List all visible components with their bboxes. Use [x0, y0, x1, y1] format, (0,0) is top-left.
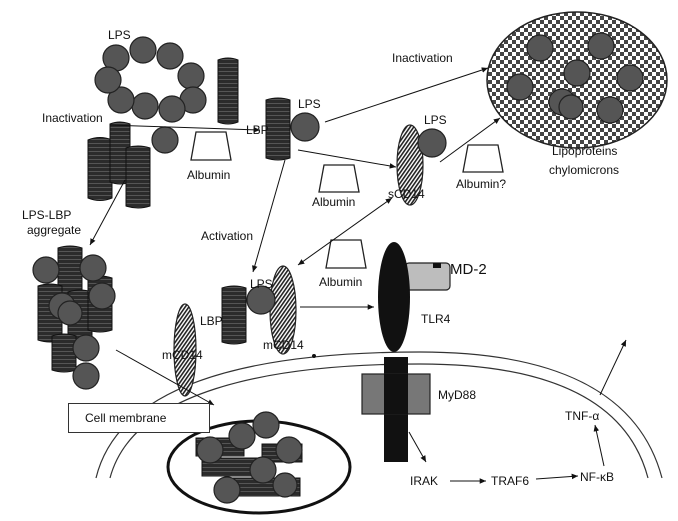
arrow-aggregate-to-membrane [115, 349, 215, 406]
label-irak: IRAK [410, 474, 438, 488]
label-tnf: TNF-α [565, 409, 599, 423]
label-lps-lbp-aggregate-1: LPS-LBP [22, 208, 71, 222]
labels: LPS Inactivation LBP LPS Inactivation LP… [22, 28, 619, 488]
label-albumin-3: Albumin? [456, 177, 506, 191]
arrows [89, 67, 627, 484]
mcd14-left [173, 303, 197, 397]
arrow-lbp-to-scd14 [297, 149, 397, 169]
albumin-shape-1 [190, 131, 232, 161]
arrow-mcd14-scd14 [297, 197, 393, 266]
label-lps-scd14: LPS [424, 113, 447, 127]
lbp-cluster [87, 57, 239, 209]
label-tlr4: TLR4 [421, 312, 451, 326]
label-mcd14-right: mCD14 [263, 338, 304, 352]
label-lbp-top: LBP [246, 123, 269, 137]
md2-shape [404, 262, 451, 291]
label-albumin-1: Albumin [187, 168, 230, 182]
label-mcd14-left: mCD14 [162, 348, 203, 362]
label-traf6: TRAF6 [491, 474, 529, 488]
label-inactivation-top: Inactivation [392, 51, 453, 65]
albumin-shape-3 [462, 144, 504, 173]
lbp-lps-mcd14-complex [221, 265, 297, 355]
arrow-myd88-to-irak [408, 431, 427, 463]
label-lipoproteins: Lipoproteins [552, 144, 617, 158]
arrow-to-aggregate [89, 179, 126, 246]
label-scd14: sCD14 [388, 187, 425, 201]
label-albumin-4: Albumin [319, 275, 362, 289]
myd88-complex [361, 357, 431, 462]
label-lps-top: LPS [108, 28, 131, 42]
label-md2: MD-2 [450, 261, 487, 278]
label-albumin-2: Albumin [312, 195, 355, 209]
label-lbp-membrane: LBP [200, 314, 223, 328]
label-inactivation-left: Inactivation [42, 111, 103, 125]
label-lps-lbp-aggregate-2: aggregate [27, 223, 81, 237]
label-nfkb: NF-κB [580, 470, 614, 484]
tlr4-md2-complex [378, 242, 451, 352]
label-activation: Activation [201, 229, 253, 243]
albumin-shape-4 [325, 239, 367, 269]
label-lps-lbp: LPS [298, 97, 321, 111]
lps-aggregate-ring [94, 36, 207, 154]
lps-lbp-aggregate [32, 245, 116, 390]
arrow-traf6-to-nfkb [535, 473, 579, 480]
arrow-nfkb-to-tnf [593, 424, 605, 467]
label-myd88: MyD88 [438, 388, 476, 402]
label-chylomicrons: chylomicrons [549, 163, 619, 177]
internalized-aggregate [166, 411, 352, 515]
tlr4-shape [378, 242, 410, 352]
arrow-activation [252, 159, 286, 273]
arrow-scd14-to-lipoproteins [439, 117, 501, 163]
lipoproteins-chylomicrons [486, 11, 668, 149]
lbp-lps-complex-top [265, 97, 320, 161]
label-lps-membrane: LPS [250, 277, 273, 291]
arrow-tnf-out [599, 339, 627, 396]
arrow-lps-to-lipoproteins [324, 67, 489, 123]
cell-membrane-label: Cell membrane [68, 403, 210, 433]
albumin-shape-2 [318, 164, 360, 193]
arrow-inactivation-to-lbp [109, 124, 261, 133]
scd14-lps-complex [396, 124, 447, 206]
